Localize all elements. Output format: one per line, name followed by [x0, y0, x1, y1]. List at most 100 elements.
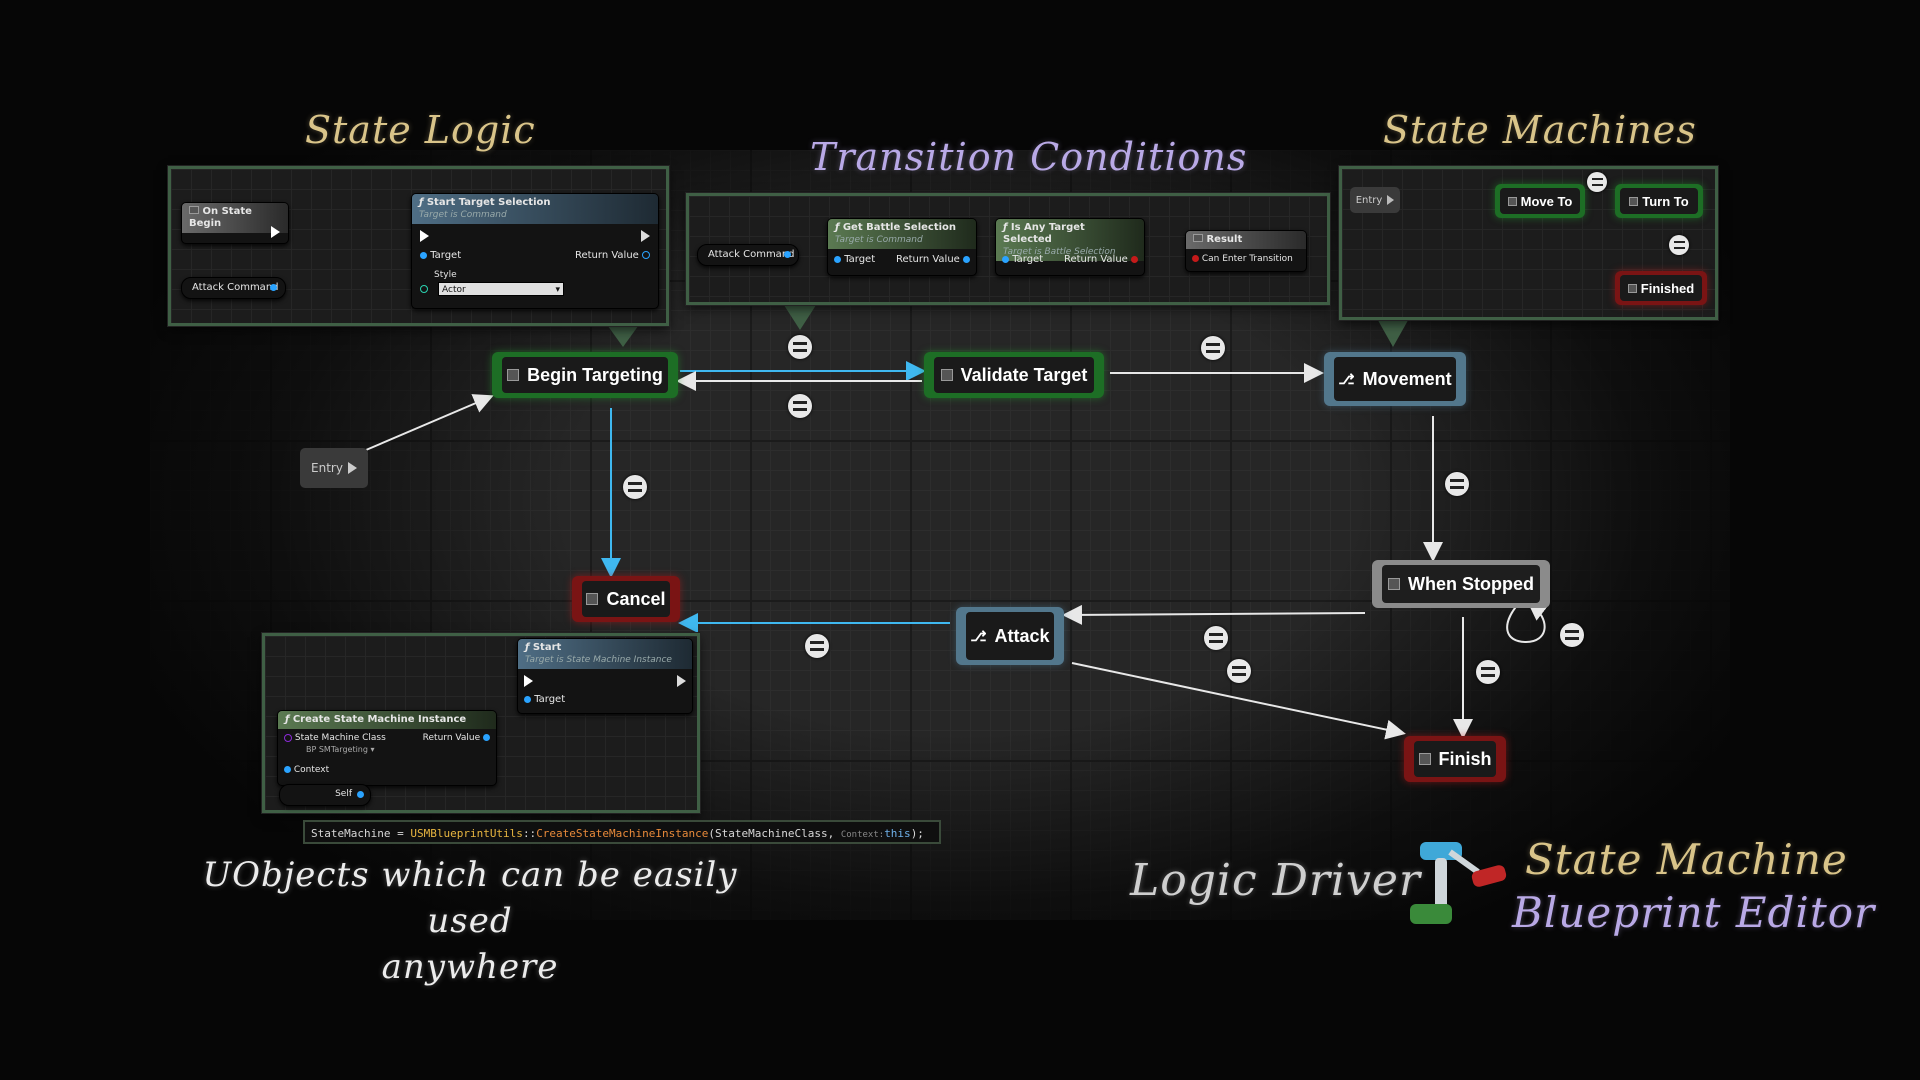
is-any-return-row[interactable]: Return Value	[1064, 254, 1138, 265]
state-cancel[interactable]: Cancel	[572, 576, 680, 622]
exec-out-pin-hollow[interactable]	[677, 675, 686, 687]
state-turn-to[interactable]: Turn To	[1615, 184, 1703, 218]
return-pin[interactable]	[642, 251, 650, 259]
state-finished[interactable]: Finished	[1615, 271, 1707, 305]
style-dropdown-value: Actor	[442, 285, 466, 295]
sub-entry-node[interactable]: Entry	[1350, 187, 1400, 213]
get-battle-target-row[interactable]: Target	[834, 254, 875, 265]
class-value-row[interactable]: BP SMTargeting ▾	[306, 745, 375, 754]
caption: UObjects which can be easily used anywhe…	[195, 852, 745, 990]
return-pin-row[interactable]: Return Value	[575, 250, 650, 261]
transition-icon[interactable]	[1476, 660, 1500, 684]
context-pin[interactable]	[284, 766, 291, 773]
when-stopped-label: When Stopped	[1408, 573, 1534, 594]
transition-icon[interactable]	[623, 475, 647, 499]
target-pin[interactable]	[524, 695, 531, 703]
transition-icon[interactable]	[1201, 336, 1225, 360]
sub-entry-label: Entry	[1355, 194, 1383, 206]
code-sep: ::	[522, 827, 537, 840]
attack-command-out-pin-2[interactable]	[784, 251, 791, 258]
validate-target-label: Validate Target	[960, 364, 1088, 385]
code-function: CreateStateMachineInstance	[536, 827, 709, 840]
transition-icon-small[interactable]	[1669, 235, 1689, 255]
state-begin-targeting[interactable]: Begin Targeting	[492, 352, 678, 398]
create-return-row[interactable]: Return Value	[423, 733, 490, 743]
panel-pointer-state-machines	[1375, 315, 1411, 347]
entry-node[interactable]: Entry	[300, 448, 368, 488]
target-pin[interactable]	[420, 251, 427, 259]
transition-icon[interactable]	[1560, 623, 1584, 647]
is-any-sub: Target is Battle Selection	[1003, 247, 1116, 257]
is-any-target-row[interactable]: Target	[1002, 254, 1043, 265]
get-battle-return-row[interactable]: Return Value	[896, 254, 970, 265]
attack-command-getter-2[interactable]: Attack Command	[697, 244, 799, 266]
heading-state-machines: State Machines	[1383, 108, 1697, 152]
state-icon	[940, 369, 953, 381]
panel-pointer-transition	[782, 302, 818, 330]
function-icon: ƒ	[525, 642, 530, 653]
transition-icon[interactable]	[788, 394, 812, 418]
return-pin[interactable]	[1131, 255, 1138, 263]
exec-out-pin-hollow[interactable]	[641, 230, 650, 242]
start-title: Start	[532, 642, 562, 653]
class-pin-row[interactable]: State Machine Class	[284, 733, 386, 743]
event-icon	[189, 206, 199, 214]
transition-icon[interactable]	[1204, 626, 1228, 650]
state-icon	[1627, 283, 1637, 293]
branding-line-1: State Machine	[1525, 835, 1848, 884]
class-pin[interactable]	[284, 733, 292, 742]
state-validate-target[interactable]: Validate Target	[924, 352, 1104, 398]
start-target-selection-title: Start Target Selection	[426, 197, 551, 208]
attack-command-getter[interactable]: Attack Command	[181, 277, 286, 299]
state-move-to[interactable]: Move To	[1495, 184, 1585, 218]
create-state-machine-instance-node[interactable]: ƒ Create State Machine Instance State Ma…	[277, 710, 497, 786]
self-node[interactable]: Self	[279, 784, 371, 806]
cancel-label: Cancel	[606, 588, 666, 609]
class-pin-label: State Machine Class	[294, 733, 386, 743]
transition-icon[interactable]	[788, 335, 812, 359]
return-pin-label: Return Value	[422, 733, 481, 743]
attack-command-out-pin[interactable]	[270, 284, 277, 291]
return-pin[interactable]	[483, 734, 490, 741]
can-enter-pin[interactable]	[1192, 255, 1199, 262]
return-pin-label: Return Value	[574, 250, 639, 261]
exec-in-pin[interactable]	[420, 230, 429, 242]
is-any-target-selected-node[interactable]: ƒ Is Any Target Selected Target is Battl…	[995, 218, 1145, 276]
state-finish[interactable]: Finish	[1404, 736, 1506, 782]
start-target-selection-sub: Target is Command	[419, 210, 507, 220]
target-pin[interactable]	[1002, 255, 1009, 263]
begin-targeting-label: Begin Targeting	[527, 364, 663, 385]
get-battle-selection-node[interactable]: ƒ Get Battle Selection Target is Command…	[827, 218, 977, 276]
chevron-down-icon: ▾	[555, 285, 560, 295]
transition-icon[interactable]	[1227, 659, 1251, 683]
result-node[interactable]: Result Can Enter Transition	[1185, 230, 1307, 272]
state-machine-attack[interactable]: ⎇Attack	[956, 607, 1064, 665]
transition-icon-small[interactable]	[1587, 172, 1607, 192]
return-pin[interactable]	[963, 255, 970, 263]
caption-line-2: anywhere	[381, 947, 559, 987]
code-context: Context:	[840, 830, 885, 840]
style-pin[interactable]	[420, 285, 428, 293]
target-pin[interactable]	[834, 255, 841, 263]
function-icon: ƒ	[1003, 222, 1008, 233]
move-to-label: Move To	[1520, 193, 1573, 209]
exec-out-pin[interactable]	[271, 226, 280, 238]
context-pin-row[interactable]: Context	[284, 765, 329, 775]
transition-icon[interactable]	[1445, 472, 1469, 496]
target-pin-row[interactable]: Target	[420, 250, 461, 261]
create-title: Create State Machine Instance	[292, 714, 467, 725]
transition-icon[interactable]	[805, 634, 829, 658]
start-target-row[interactable]: Target	[524, 694, 565, 705]
self-out-pin[interactable]	[357, 791, 364, 798]
start-target-selection-node[interactable]: ƒ Start Target Selection Target is Comma…	[411, 193, 659, 309]
exec-in-pin[interactable]	[524, 675, 533, 687]
state-icon	[1388, 578, 1400, 590]
result-icon	[1193, 234, 1203, 242]
code-keyword: this	[884, 827, 911, 840]
style-dropdown[interactable]: Actor ▾	[438, 282, 564, 296]
on-state-begin-node[interactable]: On State Begin	[181, 202, 289, 244]
state-machine-movement[interactable]: ⎇Movement	[1324, 352, 1466, 406]
start-node[interactable]: ƒ Start Target is State Machine Instance…	[517, 638, 693, 714]
state-when-stopped[interactable]: When Stopped	[1372, 560, 1550, 608]
can-enter-row[interactable]: Can Enter Transition	[1192, 254, 1293, 264]
